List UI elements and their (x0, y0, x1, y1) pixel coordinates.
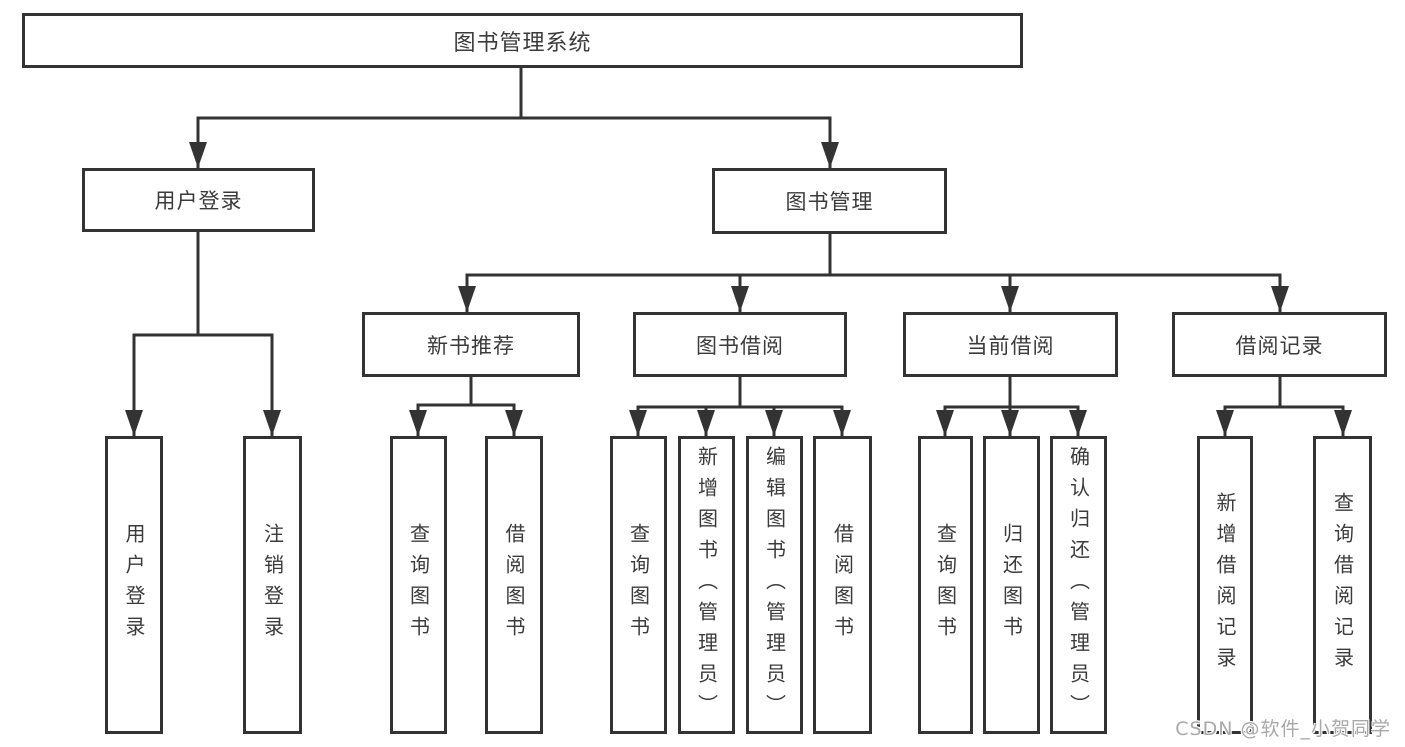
node-leaf-query-book-1-label: 查询图书 (406, 523, 431, 647)
node-leaf-borrow-book-2-label: 借阅图书 (830, 523, 855, 647)
node-leaf-query-borrow-record: 查询借阅记录 (1313, 436, 1372, 734)
node-leaf-edit-book-admin: 编辑图书（管理员） (746, 436, 803, 734)
edge-current-confirm (1010, 405, 1087, 436)
node-leaf-user-login-label: 用户登录 (122, 523, 146, 647)
node-leaf-borrow-book-1-label: 借阅图书 (502, 523, 526, 647)
node-current-borrow-label: 当前借阅 (966, 333, 1055, 358)
edge-bookmgmt-current (830, 273, 1019, 312)
node-leaf-confirm-return-admin-label: 确认归还（管理员） (1066, 445, 1091, 725)
edge-userlogin-logout (198, 333, 281, 436)
edge-records-add (1216, 377, 1282, 436)
node-leaf-borrow-book-1: 借阅图书 (485, 436, 543, 734)
node-new-book-recommend-label: 新书推荐 (427, 333, 515, 358)
edge-borrow-edit (740, 405, 783, 436)
edge-newbook-borrow (471, 403, 523, 436)
edge-root-book-mgmt (521, 116, 839, 168)
node-new-book-recommend: 新书推荐 (362, 312, 580, 377)
node-user-login-label: 用户登录 (154, 189, 243, 213)
node-leaf-add-book-admin-label: 新增图书（管理员） (694, 445, 719, 725)
node-leaf-query-book-3: 查询图书 (918, 436, 973, 734)
edge-bookmgmt-borrow (731, 273, 830, 312)
edge-bookmgmt-records (830, 273, 1289, 312)
node-library-system-label: 图书管理系统 (453, 30, 592, 56)
edge-root-user-login (189, 68, 523, 168)
node-leaf-logout: 注销登录 (243, 436, 302, 734)
csdn-watermark: CSDN @软件_小贺同学 (1175, 718, 1391, 740)
node-current-borrow: 当前借阅 (903, 312, 1118, 377)
node-book-borrow: 图书借阅 (633, 312, 847, 377)
node-library-system: 图书管理系统 (22, 13, 1023, 68)
edge-newbook-query (409, 377, 473, 436)
node-leaf-borrow-book-2: 借阅图书 (813, 436, 872, 734)
edge-current-query (936, 377, 1012, 436)
node-leaf-query-book-1: 查询图书 (390, 436, 447, 734)
node-leaf-query-book-3-label: 查询图书 (933, 523, 958, 647)
edge-borrow-borrow (740, 405, 851, 436)
edge-userlogin-login (125, 232, 200, 436)
node-book-management: 图书管理 (712, 168, 947, 234)
node-leaf-return-book-label: 归还图书 (999, 523, 1024, 647)
edge-records-query (1280, 405, 1352, 436)
edge-borrow-query (629, 377, 742, 436)
node-leaf-return-book: 归还图书 (983, 436, 1040, 734)
node-leaf-query-borrow-record-label: 查询借阅记录 (1330, 492, 1355, 678)
node-borrow-records-label: 借阅记录 (1235, 333, 1324, 358)
node-book-management-label: 图书管理 (785, 190, 874, 214)
node-leaf-logout-label: 注销登录 (260, 523, 285, 647)
node-leaf-add-borrow-record-label: 新增借阅记录 (1213, 492, 1237, 678)
node-leaf-query-book-2-label: 查询图书 (626, 523, 651, 647)
node-leaf-query-book-2: 查询图书 (610, 436, 667, 734)
node-leaf-add-borrow-record: 新增借阅记录 (1197, 436, 1253, 734)
node-book-borrow-label: 图书借阅 (696, 333, 784, 358)
node-borrow-records: 借阅记录 (1172, 312, 1387, 377)
edge-borrow-add (697, 405, 740, 436)
node-leaf-user-login: 用户登录 (105, 436, 163, 734)
node-user-login: 用户登录 (82, 168, 315, 232)
node-leaf-edit-book-admin-label: 编辑图书（管理员） (762, 445, 787, 725)
edge-bookmgmt-newbook (458, 234, 832, 312)
node-leaf-add-book-admin: 新增图书（管理员） (678, 436, 735, 734)
node-leaf-confirm-return-admin: 确认归还（管理员） (1050, 436, 1107, 734)
